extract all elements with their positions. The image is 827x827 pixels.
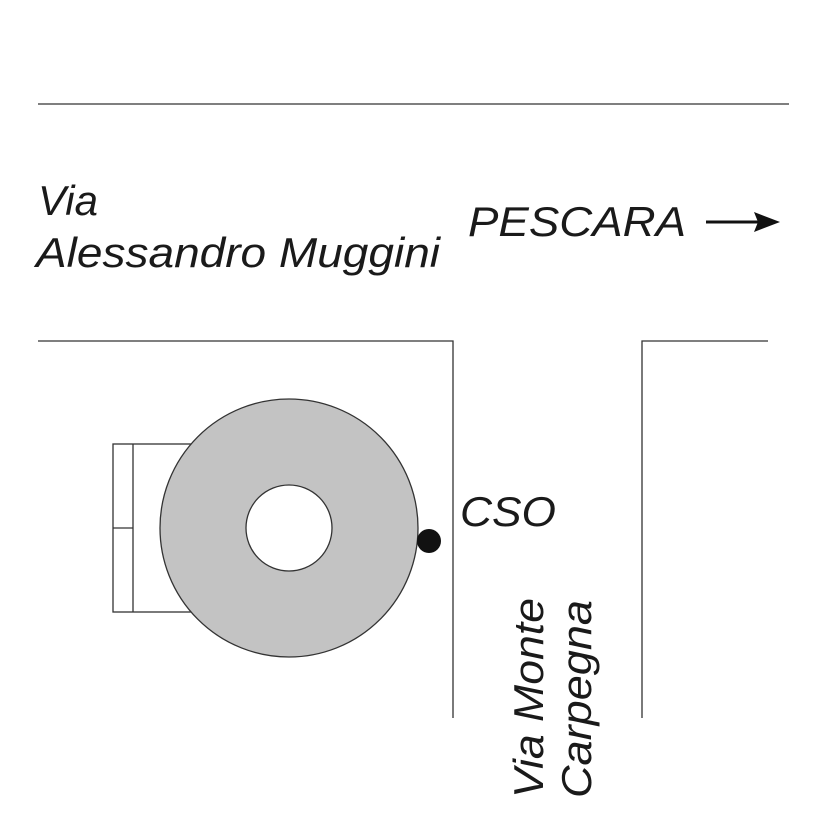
road-edge-left-block xyxy=(38,340,454,718)
roundabout-island xyxy=(245,484,333,572)
street-label-top-1: Via xyxy=(38,177,98,224)
right-arrow-icon xyxy=(706,212,780,232)
street-label-side-2: Carpegna xyxy=(553,600,600,798)
cso-marker xyxy=(417,529,441,553)
street-label-side-1: Via Monte xyxy=(505,598,552,798)
road-edge-right-block xyxy=(641,340,768,718)
cso-label: CSO xyxy=(460,488,556,535)
direction-label: PESCARA xyxy=(468,198,686,245)
street-label-top-2: Alessandro Muggini xyxy=(33,229,442,276)
